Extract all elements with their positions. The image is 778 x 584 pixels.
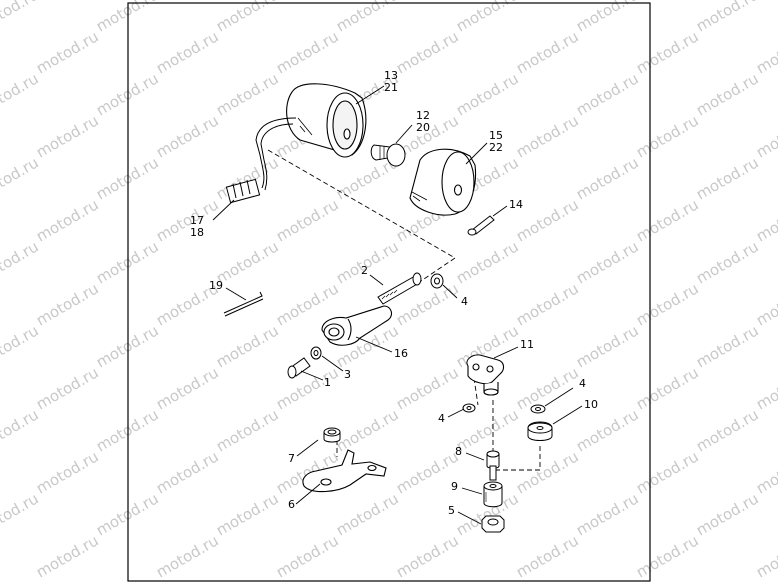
callout-1: 1	[324, 376, 331, 389]
callout-9: 9	[451, 480, 458, 493]
lamp-housing	[286, 83, 367, 158]
screw-14	[467, 215, 495, 236]
bracket-16	[321, 305, 393, 346]
callout-labels: 13 21 12 20 15 22 14 17 18 19 2 4 16 3 1…	[190, 69, 598, 517]
screw-8	[486, 450, 500, 481]
pin-19	[223, 291, 264, 317]
callout-20: 20	[416, 121, 430, 134]
bracket-6	[302, 449, 387, 493]
wiring-connector	[225, 117, 297, 204]
grommet-10	[527, 421, 553, 441]
callout-16: 16	[394, 347, 408, 360]
callout-19: 19	[209, 279, 223, 292]
callout-17: 17	[190, 214, 204, 227]
callout-2: 2	[361, 264, 368, 277]
grommet-7	[323, 427, 341, 443]
washer-3	[310, 346, 322, 360]
callout-13: 13	[384, 69, 398, 82]
callout-22: 22	[489, 141, 503, 154]
callout-7: 7	[288, 452, 295, 465]
callout-21: 21	[384, 81, 398, 94]
leader-lines	[212, 85, 583, 525]
callout-14: 14	[509, 198, 523, 211]
callout-12: 12	[416, 109, 430, 122]
callout-4c: 4	[579, 377, 586, 390]
callout-3: 3	[344, 368, 351, 381]
callout-5: 5	[448, 504, 455, 517]
bulb	[370, 143, 406, 167]
washer-4-upper	[430, 273, 444, 289]
callout-15: 15	[489, 129, 503, 142]
callout-8: 8	[455, 445, 462, 458]
plate-11	[466, 354, 505, 396]
callout-18: 18	[190, 226, 204, 239]
callout-6: 6	[288, 498, 295, 511]
callout-4b: 4	[438, 412, 445, 425]
callout-11: 11	[520, 338, 534, 351]
diagram-border	[127, 2, 651, 582]
callout-10: 10	[584, 398, 598, 411]
bolt-2	[377, 272, 422, 305]
lens	[409, 148, 477, 216]
callout-4a: 4	[461, 295, 468, 308]
spacer-9	[483, 481, 503, 508]
bolt-1	[287, 357, 311, 379]
washer-4-left	[462, 403, 476, 413]
nut-5	[481, 515, 505, 533]
washer-4-right	[530, 404, 546, 414]
